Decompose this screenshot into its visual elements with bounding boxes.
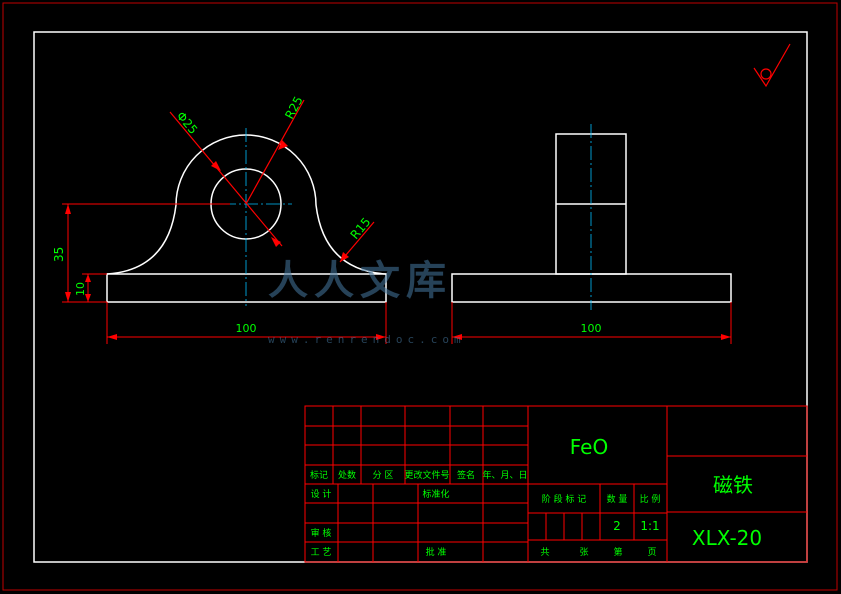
sheet-current-unit: 页 [647,547,656,558]
thickness-arrow-top [85,274,91,282]
hdr-zone: 分 区 [373,470,394,481]
hdr-count: 处数 [338,469,356,481]
part-name: 磁铁 [713,473,753,497]
thickness-arrow-bottom [85,294,91,302]
lbl-standardization: 标准化 [422,488,449,500]
front-view: Φ25 R25 R15 35 10 100 [52,94,387,344]
lbl-approve: 批 准 [426,546,447,558]
scale-value: 1:1 [640,519,659,533]
material: FeO [570,435,608,459]
height-label: 35 [52,247,66,262]
radius-top-arrow [278,140,288,150]
sheet-total: 共 [540,547,549,558]
thickness-label: 10 [74,282,87,296]
title-block [304,405,808,563]
front-width-arrow-left [107,334,117,340]
radius-fillet-arrow [340,252,349,262]
lbl-process: 工 艺 [311,547,332,558]
sheet-total-unit: 张 [579,547,588,558]
hdr-scale: 比 例 [640,493,661,505]
hdr-sign: 签名 [457,469,475,481]
diameter-leader [169,111,283,247]
lbl-design: 设 计 [311,488,332,500]
diameter-label: Φ25 [174,109,201,137]
radius-top-leader [245,99,305,205]
lbl-review: 审 核 [311,527,332,539]
side-width-label: 100 [581,322,602,335]
front-base-plate [106,273,387,303]
hdr-stage-mark: 阶 段 标 记 [542,493,587,505]
radius-top-label: R25 [282,94,305,121]
front-width-arrow-right [376,334,386,340]
sheet-current: 第 [613,546,622,558]
drawing-border [33,31,808,563]
hdr-date: 年、月、日 [482,469,527,481]
height-arrow-bottom [65,292,71,302]
hdr-change-doc: 更改文件号 [404,469,449,481]
diameter-arrow-2 [271,237,281,247]
hdr-quantity: 数 量 [607,493,628,505]
front-width-label: 100 [236,322,257,335]
title-block-text: 标记 处数 分 区 更改文件号 签名 年、月、日 设 计 标准化 审 核 工 艺… [310,435,762,558]
side-base-plate [451,273,732,303]
surface-roughness-icon [753,43,791,88]
side-width-arrow-left [452,334,462,340]
hdr-mark: 标记 [310,469,328,481]
drawing-number: XLX-20 [692,526,762,550]
quantity-value: 2 [613,519,621,533]
radius-fillet-label: R15 [348,215,374,242]
side-width-arrow-right [721,334,731,340]
diameter-arrow-1 [211,161,221,171]
height-arrow-top [65,204,71,214]
side-view: 100 [451,124,732,344]
